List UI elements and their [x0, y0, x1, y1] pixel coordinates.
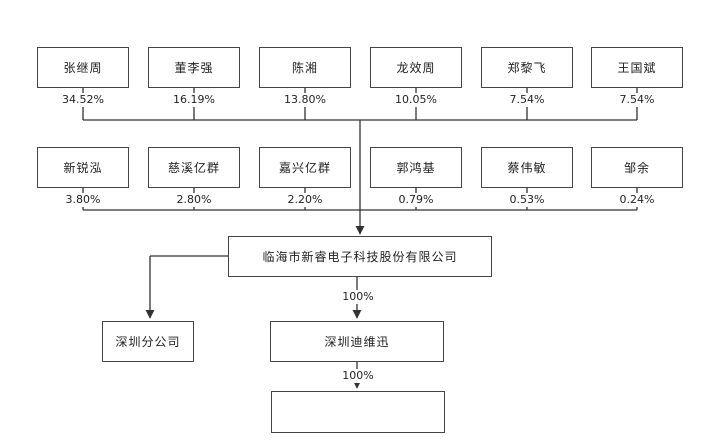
- shareholder-name: 蔡伟敏: [507, 161, 547, 175]
- shareholder-name: 陈湘: [291, 61, 318, 75]
- shareholder-name: 嘉兴亿群: [278, 161, 331, 175]
- ownership-percent: 2.80%: [174, 193, 214, 207]
- subsidiary-percent: 100%: [340, 290, 376, 304]
- subsidiary-box: 深圳迪维迅: [270, 321, 444, 362]
- shareholder-name: 邹余: [623, 161, 650, 175]
- ownership-percent: 0.24%: [617, 193, 657, 207]
- shareholder-box: 郑黎飞: [481, 47, 573, 88]
- shareholder-box: 陈湘: [259, 47, 351, 88]
- ownership-percent: 0.79%: [396, 193, 436, 207]
- ownership-percent: 7.54%: [507, 93, 547, 107]
- shareholder-box: 龙效周: [370, 47, 462, 88]
- shareholder-box: 张继周: [37, 47, 129, 88]
- shareholder-box: 邹余: [591, 147, 683, 188]
- sub-subsidiary-percent: 100%: [340, 369, 376, 383]
- ownership-percent: 34.52%: [60, 93, 106, 107]
- shareholder-name: 张继周: [63, 61, 103, 75]
- shareholder-box: 慈溪亿群: [148, 147, 240, 188]
- shareholder-name: 郑黎飞: [507, 61, 547, 75]
- ownership-percent: 3.80%: [63, 193, 103, 207]
- shareholder-name: 新锐泓: [63, 161, 103, 175]
- shareholder-name: 郭鸿基: [396, 161, 436, 175]
- ownership-percent: 7.54%: [617, 93, 657, 107]
- shareholder-name: 慈溪亿群: [167, 161, 220, 175]
- shareholder-name: 董李强: [174, 61, 214, 75]
- ownership-percent: 13.80%: [282, 93, 328, 107]
- company-name: 临海市新睿电子科技股份有限公司: [262, 250, 458, 264]
- ownership-percent: 2.20%: [285, 193, 325, 207]
- ownership-percent: 10.05%: [393, 93, 439, 107]
- sub-subsidiary-box: [271, 391, 445, 433]
- shareholder-name: 王国斌: [617, 61, 657, 75]
- shareholder-name: 龙效周: [396, 61, 436, 75]
- branch-name: 深圳分公司: [115, 335, 181, 349]
- branch-box: 深圳分公司: [102, 321, 194, 362]
- ownership-percent: 0.53%: [507, 193, 547, 207]
- shareholder-box: 王国斌: [591, 47, 683, 88]
- shareholder-box: 嘉兴亿群: [259, 147, 351, 188]
- shareholder-box: 蔡伟敏: [481, 147, 573, 188]
- company-box: 临海市新睿电子科技股份有限公司: [228, 236, 492, 277]
- shareholder-box: 新锐泓: [37, 147, 129, 188]
- ownership-percent: 16.19%: [171, 93, 217, 107]
- shareholder-box: 郭鸿基: [370, 147, 462, 188]
- shareholder-box: 董李强: [148, 47, 240, 88]
- subsidiary-name: 深圳迪维迅: [324, 335, 390, 349]
